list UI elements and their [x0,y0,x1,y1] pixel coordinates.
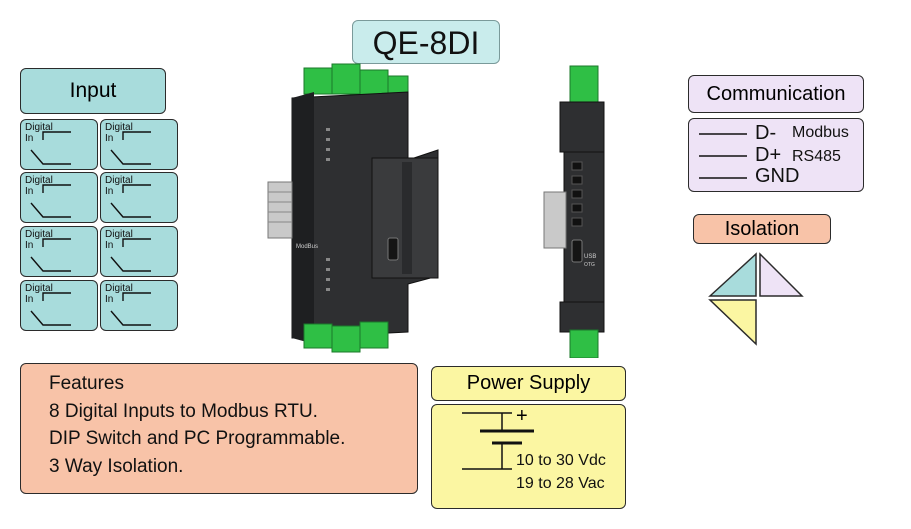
switch-symbol-icon [30,184,71,218]
device-modbus-label: ModBus [296,244,318,250]
switch-symbol-icon [30,131,71,165]
digital-input-sublabel: In [25,133,34,144]
digital-input-label: Digital [105,122,133,133]
isolation-triangles-icon [708,252,804,346]
switch-symbol-icon [30,238,71,272]
isolation-label: Isolation [693,214,831,244]
feature-item: DIP Switch and PC Programmable. [49,428,346,449]
digital-input-label: Digital [105,229,133,240]
switch-symbol-icon [110,292,151,326]
protocol-modbus: Modbus [792,124,849,141]
digital-input-label: Digital [105,283,133,294]
feature-item: 3 Way Isolation. [49,455,184,477]
switch-symbol-icon [110,131,151,165]
digital-input-sublabel: In [25,186,34,197]
digital-input-sublabel: In [25,240,34,251]
signal-d-plus: D+ [755,144,782,166]
positive-terminal-label: + [516,405,528,427]
digital-input-sublabel: In [105,133,114,144]
signal-gnd: GND [755,165,800,187]
feature-item: 8 Digital Inputs to Modbus RTU. [49,400,318,422]
device-otg-label: OTG [584,262,595,268]
digital-input-sublabel: In [105,186,114,197]
digital-input-label: Digital [25,175,53,186]
power-supply-box: + 10 to 30 Vdc 19 to 28 Vac [431,404,626,509]
communication-label: Communication [688,75,864,113]
features-heading: Features [49,373,124,394]
digital-input-label: Digital [25,229,53,240]
communication-box: D- D+ GND Modbus RS485 [688,118,864,192]
input-label: Input [20,68,166,114]
product-title: QE-8DI [352,20,500,64]
power-supply-label: Power Supply [431,366,626,401]
digital-input-label: Digital [25,283,53,294]
communication-lines [699,133,747,179]
digital-input-sublabel: In [105,294,114,305]
switch-symbol-icon [110,238,151,272]
digital-input-label: Digital [25,122,53,133]
protocol-rs485: RS485 [792,148,841,165]
device-front-image: ModBus [267,63,439,353]
switch-symbol-icon [110,184,151,218]
features-box: Features 8 Digital Inputs to Modbus RTU.… [20,363,418,494]
digital-input-sublabel: In [105,240,114,251]
voltage-dc-range: 10 to 30 Vdc [516,452,606,469]
battery-symbol-icon [462,412,534,470]
signal-d-minus: D- [755,122,777,144]
voltage-ac-range: 19 to 28 Vac [516,475,605,492]
switch-symbol-icon [30,292,71,326]
digital-input-label: Digital [105,175,133,186]
device-usb-label: USB [584,254,596,260]
digital-input-sublabel: In [25,294,34,305]
device-side-image: USB OTG [543,65,605,358]
